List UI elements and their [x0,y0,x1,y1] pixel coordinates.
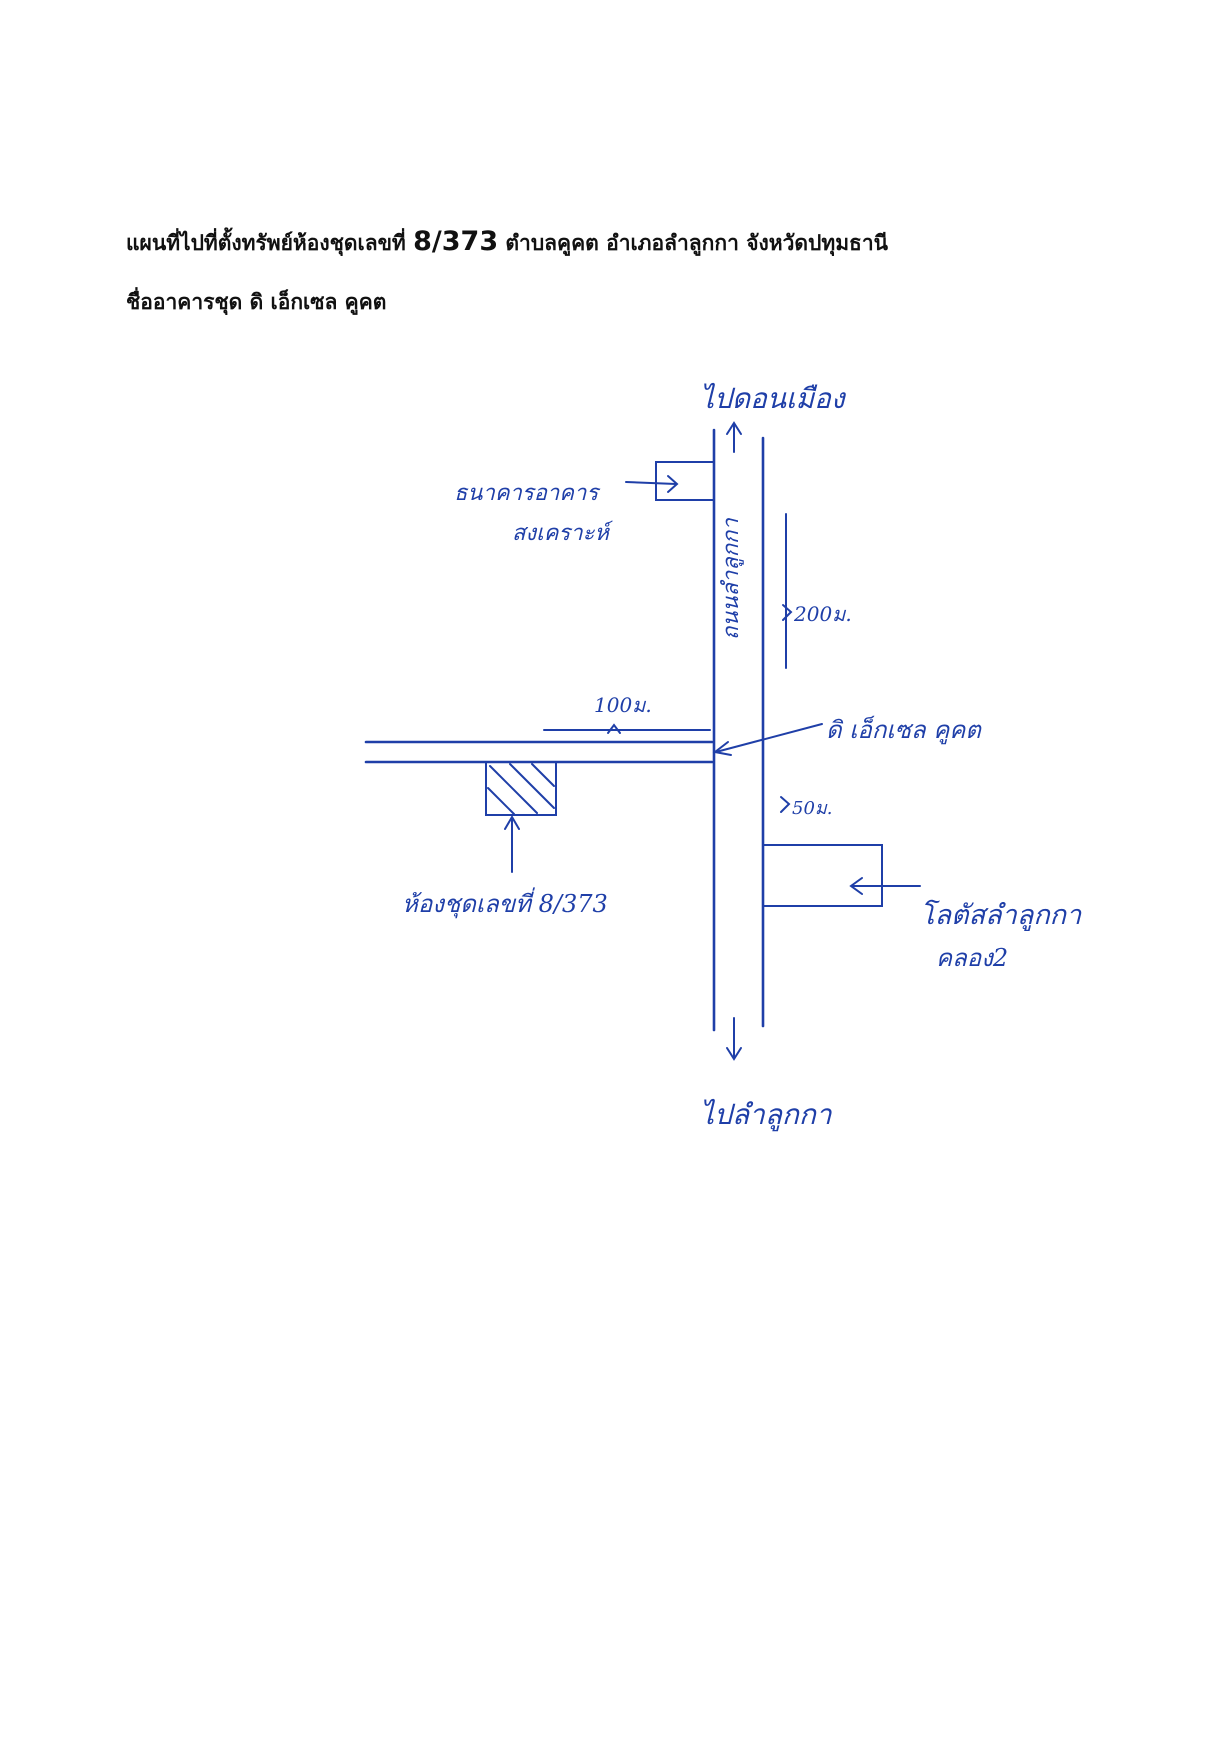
project-pointer-arrow-icon [715,723,823,753]
bank-pointer-arrow-icon [625,481,677,485]
label-lotus-line2: คลอง2 [936,944,1008,972]
page-title: แผนที่ไปที่ตั้งทรัพย์ห้องชุดเลขที่ 8/373… [126,226,888,260]
label-bank-line1: ธนาคารอาคาร [454,481,601,506]
bank-pointer-arrowhead-icon [667,475,679,493]
label-to-lam-luk-ka: ไปลำลูกกา [700,1098,833,1132]
bank-building [655,461,715,501]
condo-unit-building [485,761,557,816]
label-distance-50: 50ม. [792,798,833,819]
label-project-name: ดิ เอ็กเซล คูคต [826,715,982,745]
title-unit-number: 8/373 [413,226,499,257]
distance-mark-50 [780,796,791,813]
hatch-line [487,787,515,815]
north-arrowhead-icon [726,421,742,435]
title-prefix: แผนที่ไปที่ตั้งทรัพย์ห้องชุดเลขที่ [126,231,414,255]
label-bank-line2: สงเคราะห์ [512,520,614,546]
label-lotus-line1: โลตัสลำลูกกา [920,899,1082,932]
label-road-name: ถนนลำลูกกา [719,518,744,640]
label-distance-100: 100ม. [594,693,652,717]
hatch-line [489,765,538,814]
label-to-don-mueang: ไปดอนเมือง [700,382,847,415]
unit-pointer-arrowhead-icon [504,815,520,830]
hatch-line [531,763,555,787]
building-name: ชื่ออาคารชุด ดิ เอ็กเซล คูคต [126,290,387,314]
distance-mark-200 [782,604,793,621]
south-arrowhead-icon [726,1047,742,1061]
lotus-building [762,844,883,907]
distance-mark-100 [607,723,621,734]
lotus-pointer-arrowhead-icon [849,877,863,895]
hatch-line [509,763,555,809]
label-unit-number: ห้องชุดเลขที่ 8/373 [402,887,608,919]
project-pointer-arrowhead-icon [712,741,732,756]
title-suffix: ตำบลคูคต อำเภอลำลูกกา จังหวัดปทุมธานี [498,231,889,255]
label-distance-200: 200ม. [793,602,852,626]
